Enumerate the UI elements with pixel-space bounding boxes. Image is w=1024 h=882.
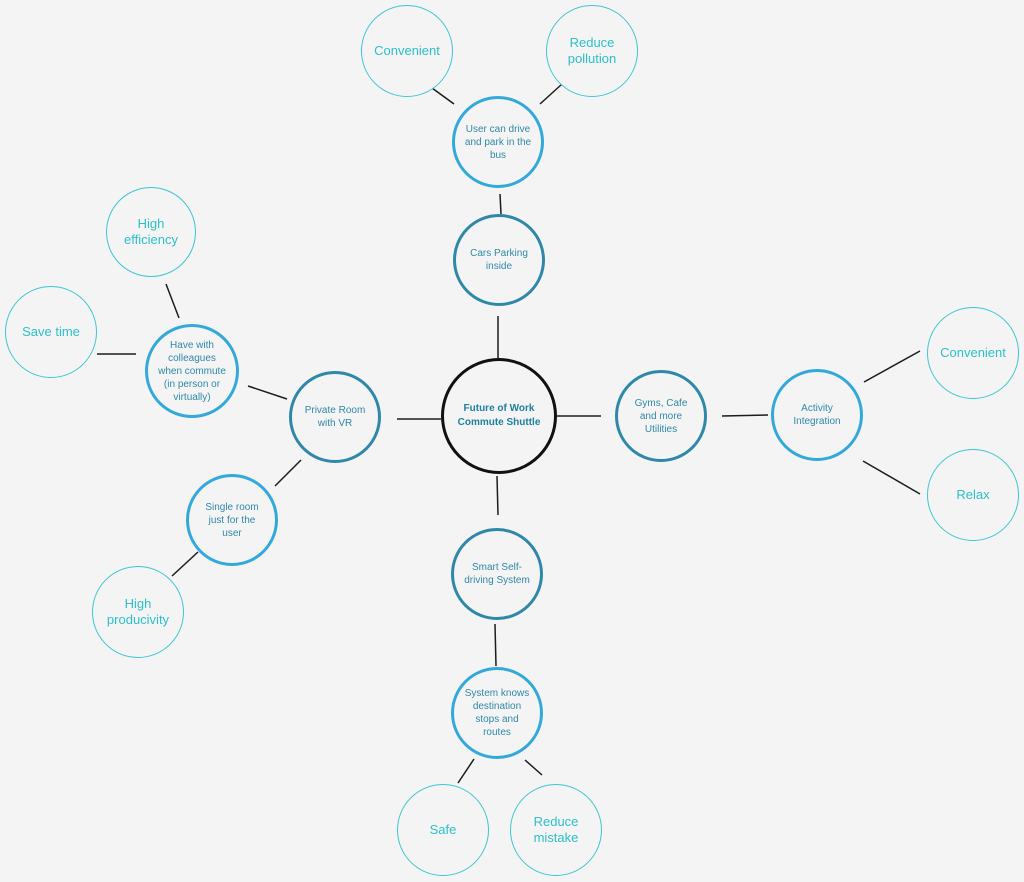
leaf-high-efficiency[interactable]: High efficiency <box>106 187 196 277</box>
leaf-high-productivity[interactable]: High producivity <box>92 566 184 658</box>
leaf-save-time-label: Save time <box>22 324 80 339</box>
link-activity-relax <box>862 460 921 495</box>
sub-knows-routes[interactable]: System knows destination stops and route… <box>451 667 543 759</box>
sub-activity-label: Activity Integration <box>793 403 841 427</box>
hub-gyms-cafe-label: Gyms, Cafe and more Utilities <box>634 397 688 435</box>
hub-self-driving-label: Smart Self-driving System <box>464 562 530 586</box>
link-single-room-private-room <box>274 459 302 487</box>
hub-cars-parking[interactable]: Cars Parking inside <box>453 214 545 306</box>
sub-colleagues[interactable]: Have with colleagues when commute (in pe… <box>145 324 239 418</box>
hub-gyms-cafe[interactable]: Gyms, Cafe and more Utilities <box>615 370 707 462</box>
link-self-driving-routes <box>494 623 497 667</box>
link-routes-mistake <box>524 759 543 776</box>
link-colleagues-private-room <box>247 385 288 400</box>
leaf-safe[interactable]: Safe <box>397 784 489 876</box>
link-routes-safe <box>457 758 475 784</box>
leaf-save-time[interactable]: Save time <box>5 286 97 378</box>
leaf-reduce-mistake-label: Reduce mistake <box>533 814 579 845</box>
sub-drive-park[interactable]: User can drive and park in the bus <box>452 96 544 188</box>
sub-colleagues-label: Have with colleagues when commute (in pe… <box>158 339 226 403</box>
leaf-convenient-top[interactable]: Convenient <box>361 5 453 97</box>
link-parking-drive-park <box>499 193 502 215</box>
leaf-relax-label: Relax <box>956 487 990 502</box>
leaf-relax[interactable]: Relax <box>927 449 1019 541</box>
link-gyms-activity <box>721 414 769 417</box>
link-single-room-productivity <box>171 551 199 577</box>
link-drive-park-pollution <box>539 83 563 105</box>
leaf-convenient-top-label: Convenient <box>374 43 440 58</box>
leaf-reduce-mistake[interactable]: Reduce mistake <box>510 784 602 876</box>
leaf-reduce-pollution-label: Reduce pollution <box>567 35 617 66</box>
sub-single-room-label: Single room just for the user <box>205 501 259 539</box>
sub-knows-routes-label: System knows destination stops and route… <box>464 688 530 738</box>
link-activity-convenient <box>863 350 921 383</box>
sub-drive-park-label: User can drive and park in the bus <box>464 123 532 161</box>
center-label: Future of Work Commute Shuttle <box>457 403 541 428</box>
hub-cars-parking-label: Cars Parking inside <box>470 248 528 272</box>
leaf-safe-label: Safe <box>429 822 457 837</box>
leaf-convenient-right-label: Convenient <box>940 345 1006 360</box>
hub-private-room-label: Private Room with VR <box>304 405 366 429</box>
link-drive-park-convenient <box>431 87 455 105</box>
sub-single-room[interactable]: Single room just for the user <box>186 474 278 566</box>
sub-activity[interactable]: Activity Integration <box>771 369 863 461</box>
hub-self-driving[interactable]: Smart Self-driving System <box>451 528 543 620</box>
center-node[interactable]: Future of Work Commute Shuttle <box>441 358 557 474</box>
leaf-reduce-pollution[interactable]: Reduce pollution <box>546 5 638 97</box>
hub-private-room[interactable]: Private Room with VR <box>289 371 381 463</box>
link-center-self-driving <box>496 475 499 516</box>
leaf-high-productivity-label: High producivity <box>106 596 170 627</box>
link-colleagues-efficiency <box>165 283 180 319</box>
leaf-high-efficiency-label: High efficiency <box>124 216 178 247</box>
leaf-convenient-right[interactable]: Convenient <box>927 307 1019 399</box>
